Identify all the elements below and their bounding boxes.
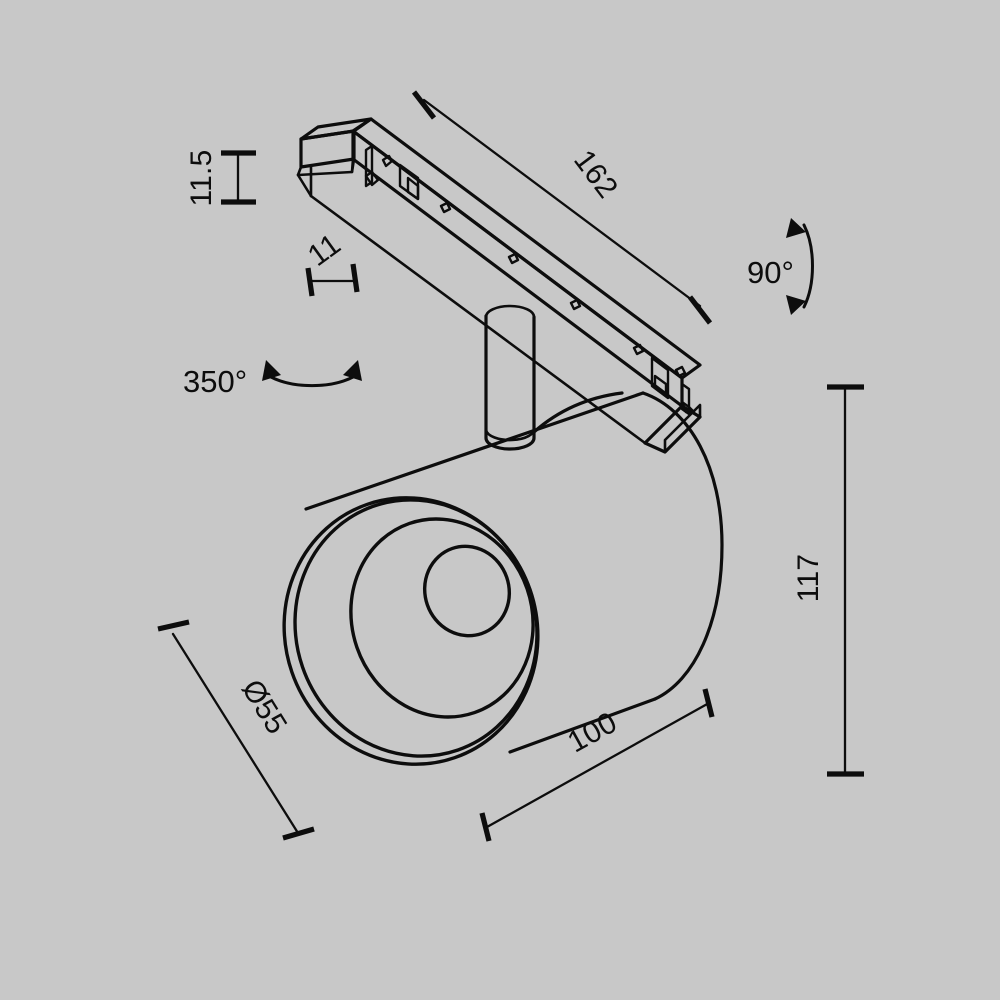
track-screw-mid-2 — [507, 252, 520, 265]
track-screw-mid-3 — [569, 298, 582, 311]
dim-11-cap-left — [305, 267, 315, 297]
rotation-350-arc — [269, 375, 355, 388]
track-screw-left — [381, 154, 394, 168]
dim-117-label: 117 — [792, 554, 825, 602]
dimension-height-track: 11.5 — [185, 150, 256, 207]
dim-11-5-label: 11.5 — [185, 150, 218, 207]
track-contact-block-left-a — [364, 144, 374, 188]
front-bezel-inner-rim — [293, 498, 539, 758]
dim-100-cap-end — [702, 688, 715, 718]
cylinder-back-cap — [641, 391, 724, 701]
mounting-post-top-arc — [484, 304, 536, 319]
reflector-ring — [349, 517, 535, 719]
dim-d55-line — [171, 632, 300, 835]
track-contact-pin-left — [364, 170, 380, 187]
cylinder-bottom-edge — [508, 697, 657, 754]
dim-162-line — [422, 98, 702, 308]
track-end-cap-left-top — [299, 117, 373, 141]
dim-162-cap-start — [411, 90, 437, 120]
dim-100-cap-start — [479, 812, 492, 842]
rotation-350-label: 350° — [183, 364, 247, 399]
track-end-cap-left-band-lower — [296, 173, 313, 198]
cylinder-top-edge — [304, 391, 645, 511]
track-end-cap-right-edge — [663, 403, 702, 454]
dim-11-cap-right — [350, 263, 360, 293]
spotlight-body — [282, 391, 724, 766]
rotation-350-arrow-right — [343, 360, 362, 381]
mounting-post-body — [484, 314, 536, 451]
rotation-90-arc — [802, 223, 814, 309]
dim-162-cap-end — [687, 295, 713, 325]
dimension-overall-height: 117 — [792, 384, 864, 777]
track-screw-right-1 — [632, 343, 645, 356]
rotation-pan-350: 350° — [183, 360, 362, 399]
tilt-yoke — [532, 391, 624, 434]
track-slot-left-inner — [406, 176, 420, 201]
dim-d55-cap-start — [157, 619, 190, 632]
track-contact-block-right-inner — [653, 374, 668, 398]
track-rail-assembly — [296, 117, 702, 454]
lens-circle — [422, 544, 512, 638]
track-contact-block-right — [650, 356, 670, 400]
track-screw-right-2 — [674, 365, 687, 378]
rotation-90-arrow-top — [786, 218, 806, 238]
rotation-tilt-90: 90° — [747, 218, 814, 315]
track-contact-pin-right — [680, 382, 691, 416]
rotation-90-arrow-bottom — [786, 295, 806, 315]
track-screw-mid-1 — [439, 201, 452, 214]
dim-100-line — [485, 701, 711, 829]
track-end-cap-left-foot — [350, 157, 355, 174]
dim-d55-cap-end — [282, 826, 315, 841]
rotation-90-label: 90° — [747, 255, 794, 290]
rotation-350-arrow-left — [262, 360, 281, 381]
